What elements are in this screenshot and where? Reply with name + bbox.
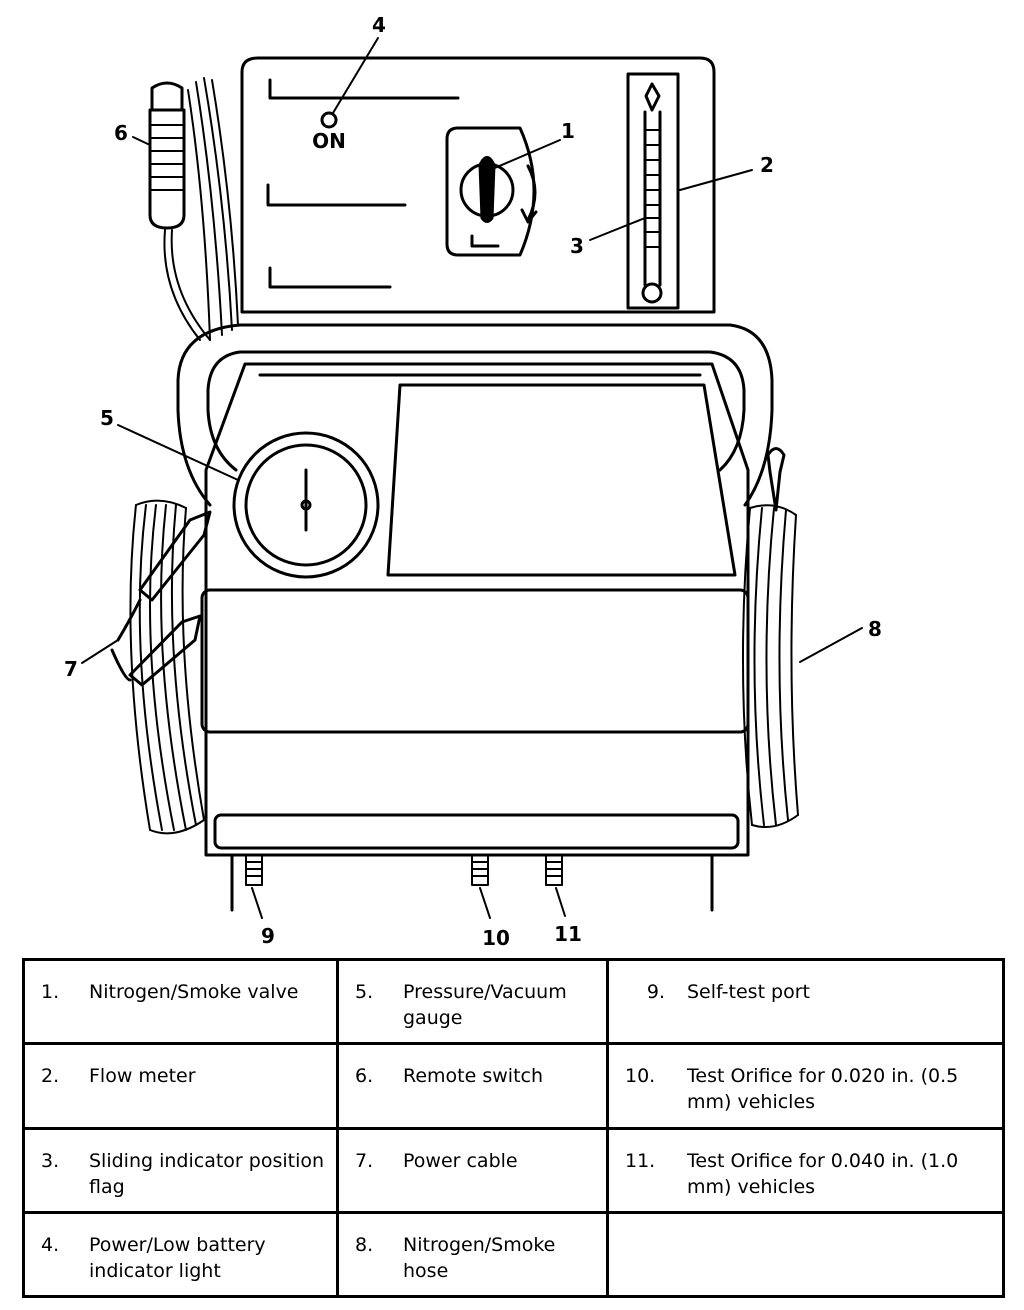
legend-number: 2.	[41, 1065, 60, 1088]
legend-cell: 2. Flow meter	[22, 1042, 339, 1130]
legend-number: 9.	[646, 981, 666, 1003]
valve-knob-handle	[478, 156, 496, 223]
callout-3: 3	[570, 234, 584, 258]
callout-1: 1	[561, 119, 575, 143]
legend-number: 4.	[41, 1233, 60, 1256]
legend-text: Test Orifice for 0.020 in. (0.5 mm) vehi…	[687, 1065, 959, 1114]
legend-cell: 8. Nitrogen/Smoke hose	[336, 1210, 609, 1299]
legend-text: Power/Low battery indicator light	[89, 1233, 266, 1282]
panel-label-line-2	[266, 183, 407, 207]
legend-table: 1. Nitrogen/Smoke valve 5. Pressure/Vacu…	[22, 957, 1005, 1299]
legend-cell: 9. Self-test port	[606, 957, 1005, 1046]
legend-number: 1.	[41, 981, 60, 1003]
body-recess	[386, 383, 737, 577]
test-orifice-020-port	[471, 854, 489, 886]
legend-number: 10.	[625, 1065, 656, 1088]
legend-row: 4. Power/Low battery indicator light 8. …	[22, 1210, 1005, 1299]
legend-cell: 4. Power/Low battery indicator light	[22, 1210, 339, 1299]
legend-text: Self-test port	[687, 981, 811, 1003]
flow-meter-bottom-fitting	[641, 282, 663, 304]
callout-9: 9	[261, 924, 275, 948]
legend-number: 5.	[355, 981, 374, 1003]
legend-cell	[606, 1210, 1005, 1299]
legend-text: Remote switch	[403, 1065, 544, 1088]
callout-6: 6	[114, 121, 128, 145]
indicator-light	[320, 111, 338, 129]
valve-rotation-arrow	[526, 164, 537, 222]
hose-nozzle	[766, 447, 786, 512]
legend-row: 3. Sliding indicator position flag 7. Po…	[22, 1126, 1005, 1214]
flow-meter-top-fitting	[644, 82, 661, 112]
flow-meter-body	[626, 72, 680, 310]
battery-clamp-lower	[128, 614, 202, 687]
callout-10: 10	[482, 926, 510, 950]
legend-number: 7.	[355, 1149, 374, 1172]
legend-cell: 3. Sliding indicator position flag	[22, 1126, 339, 1214]
legend-text: Nitrogen/Smoke hose	[403, 1233, 556, 1282]
carry-handle-inner	[206, 350, 746, 472]
legend-cell: 11. Test Orifice for 0.040 in. (1.0 mm) …	[606, 1126, 1005, 1214]
valve-plate	[445, 126, 536, 257]
panel-label-line-3	[268, 266, 392, 289]
legend-number: 3.	[41, 1149, 60, 1172]
battery-clamp-upper	[138, 510, 212, 602]
legend-cell: 10. Test Orifice for 0.020 in. (0.5 mm) …	[606, 1042, 1005, 1130]
legend-number: 8.	[355, 1233, 374, 1256]
carry-handle	[176, 323, 774, 507]
legend-row: 2. Flow meter 6. Remote switch 10. Test …	[22, 1042, 1005, 1130]
legend-text: Flow meter	[89, 1065, 196, 1088]
legend-number: 6.	[355, 1065, 374, 1088]
self-test-port	[245, 854, 263, 886]
remote-switch-cord-coil	[163, 77, 239, 341]
control-panel	[240, 56, 716, 314]
legend-text: Pressure/Vacuum gauge	[403, 981, 567, 1029]
valve-plate-mark	[470, 234, 500, 248]
callout-2: 2	[760, 153, 774, 177]
nitrogen-hose-coil	[741, 504, 799, 828]
legend-cell: 7. Power cable	[336, 1126, 609, 1214]
callout-4: 4	[372, 13, 386, 37]
callout-5: 5	[100, 406, 114, 430]
callout-leaders	[81, 37, 863, 919]
pressure-gauge-hub	[300, 499, 312, 511]
remote-switch-handle	[148, 108, 186, 230]
legend-cell: 5. Pressure/Vacuum gauge	[336, 957, 609, 1046]
main-body	[204, 362, 750, 857]
on-label: ON	[312, 129, 346, 153]
power-cable-lead	[110, 598, 142, 682]
remote-switch-head	[150, 81, 184, 112]
legend-text: Test Orifice for 0.040 in. (1.0 mm) vehi…	[687, 1149, 959, 1198]
pressure-gauge-outer	[232, 431, 380, 579]
pressure-gauge-face	[244, 443, 368, 567]
body-lower-panel	[213, 813, 740, 850]
legend-number: 11.	[625, 1149, 656, 1172]
legend-text: Sliding indicator position flag	[89, 1149, 325, 1198]
panel-label-line-1	[268, 78, 460, 100]
valve-arrow-head	[520, 208, 538, 224]
remote-switch-grip	[149, 124, 185, 191]
callout-11: 11	[554, 922, 582, 946]
legend-cell: 1. Nitrogen/Smoke valve	[22, 957, 339, 1046]
test-orifice-040-port	[545, 854, 563, 886]
legend-text: Power cable	[403, 1149, 518, 1172]
flow-meter-scale	[644, 129, 661, 248]
body-front-band	[200, 588, 750, 734]
legend-row: 1. Nitrogen/Smoke valve 5. Pressure/Vacu…	[22, 957, 1005, 1046]
legend-text: Nitrogen/Smoke valve	[89, 981, 299, 1003]
callout-8: 8	[868, 617, 882, 641]
legend-cell: 6. Remote switch	[336, 1042, 609, 1130]
smoke-tester-diagram: ON 1 2 3 4 5 6 7 8 9 10 11	[64, 13, 882, 950]
callout-7: 7	[64, 657, 78, 681]
